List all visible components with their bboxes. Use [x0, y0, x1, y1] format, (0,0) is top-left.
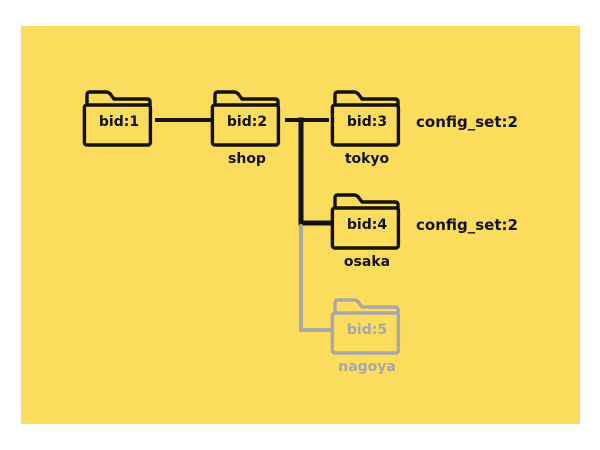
folder-node-bid2[interactable]: bid:2 — [209, 88, 285, 150]
folder-label: bid:4 — [346, 217, 388, 233]
folder-icon — [82, 90, 153, 147]
folder-node-bid1[interactable]: bid:1 — [81, 88, 157, 150]
edge-trunk-bid5-ghost — [299, 224, 333, 332]
folder-icon — [330, 193, 401, 250]
folder-sublabel-osaka: osaka — [343, 254, 391, 270]
folder-sublabel-tokyo: tokyo — [344, 151, 390, 167]
folder-node-bid4[interactable]: bid:4 — [329, 191, 405, 253]
folder-sublabel-shop: shop — [228, 151, 266, 167]
folder-label: bid:1 — [98, 114, 140, 130]
folder-icon — [330, 90, 401, 147]
folder-label: bid:3 — [346, 114, 388, 130]
folder-label: bid:5 — [346, 322, 388, 338]
folder-node-bid3[interactable]: bid:3 — [329, 88, 405, 150]
folder-sublabel-nagoya: nagoya — [338, 359, 396, 375]
folder-icon — [210, 90, 281, 147]
folder-icon — [330, 298, 401, 355]
folder-label: bid:2 — [226, 114, 268, 130]
annotation-config-set-tokyo: config_set:2 — [416, 113, 518, 131]
folder-node-bid5[interactable]: bid:5 — [329, 296, 405, 358]
annotation-config-set-osaka: config_set:2 — [416, 216, 518, 234]
